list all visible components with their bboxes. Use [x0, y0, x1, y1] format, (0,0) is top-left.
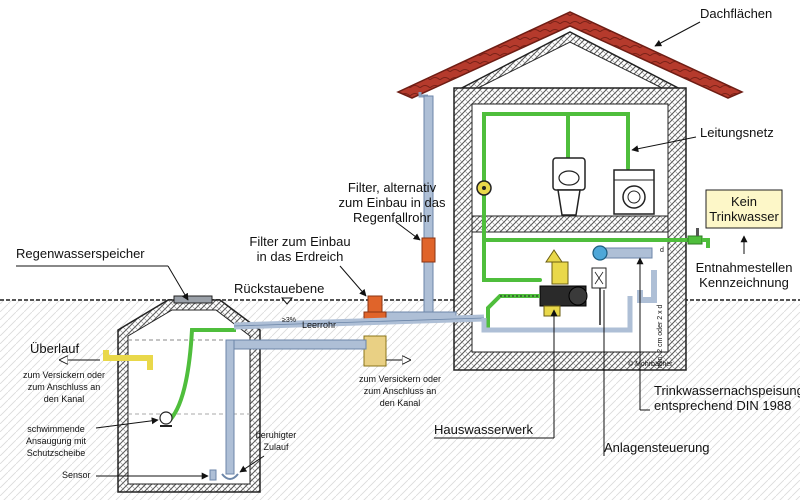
label-floating-intake-3: Schutzscheibe — [27, 448, 86, 458]
label-calm-inlet-2: Zulauf — [263, 442, 289, 452]
label-outlet-marking-2: Kennzeichnung — [699, 275, 789, 290]
label-no-drinking-water-2: Trinkwasser — [709, 209, 779, 224]
label-empty-pipe: Leerrohr — [302, 320, 336, 330]
label-credit: © Mohrbacher — [628, 360, 673, 368]
label-filter-outlet-note-2: zum Anschluss an — [364, 386, 437, 396]
label-no-drinking-water-1: Kein — [731, 194, 757, 209]
float-intake-icon — [159, 411, 173, 425]
label-pipe-network: Leitungsnetz — [700, 125, 774, 140]
label-floating-intake-2: Ansaugung mit — [26, 436, 87, 446]
sensor-probe — [209, 469, 217, 481]
roof — [396, 11, 744, 99]
label-filter-ground-1: Filter zum Einbau — [249, 234, 350, 249]
label-roof: Dachflächen — [700, 6, 772, 21]
label-storage: Regenwasserspeicher — [16, 246, 145, 261]
label-outlet-marking-1: Entnahmestellen — [696, 260, 793, 275]
label-backflow-level: Rückstauebene — [234, 281, 324, 296]
label-house-waterworks: Hauswasserwerk — [434, 422, 533, 437]
no-drinking-water-sign — [705, 189, 783, 229]
water-meter-icon — [476, 180, 492, 196]
outdoor-tap-icon — [687, 228, 710, 248]
backflow-level-marker — [280, 297, 294, 305]
label-calm-inlet-1: beruhigter — [256, 430, 297, 440]
label-filter-ground-2: in das Erdreich — [257, 249, 344, 264]
pressure-vessel-icon — [545, 249, 563, 263]
label-sensor: Sensor — [62, 470, 91, 480]
label-filter-downpipe-1: Filter, alternativ — [348, 180, 437, 195]
pump-tank — [551, 261, 569, 285]
label-dim-d: d — [660, 247, 664, 254]
downpipe — [383, 92, 457, 322]
label-slope: ≥3% — [282, 317, 296, 324]
downpipe-filter — [421, 237, 436, 263]
label-overflow: Überlauf — [30, 341, 80, 356]
label-control-unit: Anlagensteuerung — [604, 440, 710, 455]
label-filter-downpipe-2: zum Einbau in das — [339, 195, 446, 210]
label-overflow-note-2: zum Anschluss an — [28, 382, 101, 392]
label-drinking-water-1: Trinkwassernachspeisung — [654, 383, 800, 398]
toilet-icon — [552, 157, 586, 216]
label-filter-outlet-note-1: zum Versickern oder — [359, 374, 441, 384]
label-filter-outlet-note-3: den Kanal — [380, 398, 421, 408]
refill-valve-icon — [592, 245, 608, 261]
label-overflow-note-3: den Kanal — [44, 394, 85, 404]
storage-tank — [103, 295, 261, 493]
label-min-distance: min. 2 cm oder 2 x d — [657, 304, 664, 368]
ground-filter — [233, 295, 633, 367]
label-floating-intake-1: schwimmende — [27, 424, 85, 434]
label-drinking-water-2: entsprechend DIN 1988 — [654, 398, 791, 413]
washing-machine-icon — [613, 169, 655, 215]
label-filter-downpipe-3: Regenfallrohr — [353, 210, 432, 225]
label-overflow-note-1: zum Versickern oder — [23, 370, 105, 380]
